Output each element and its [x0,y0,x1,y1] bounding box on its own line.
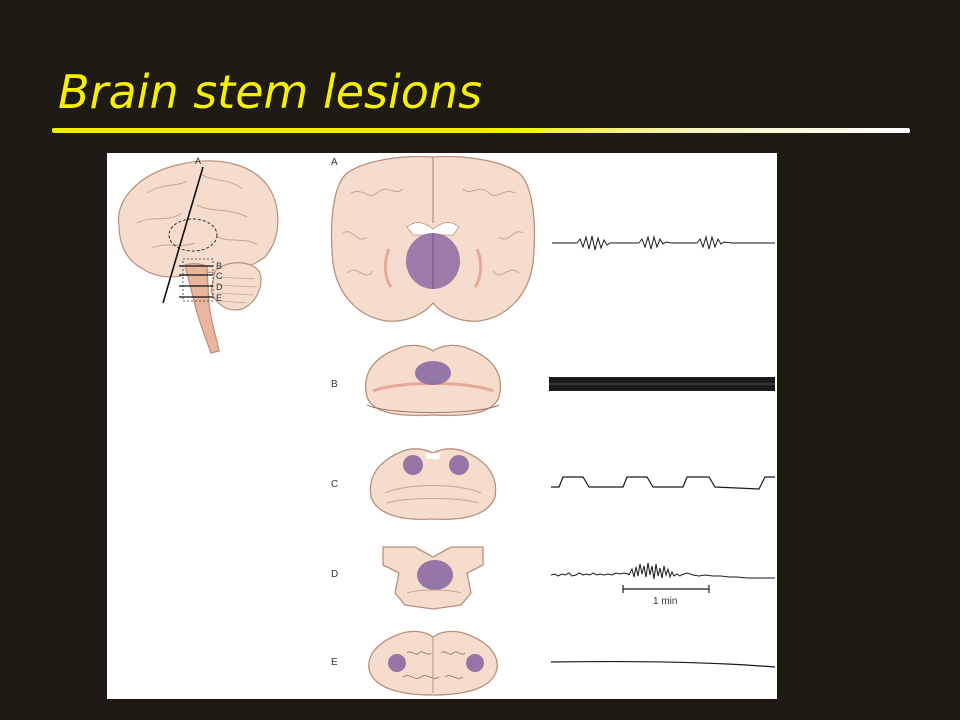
lesion-mid-pons-right [449,455,469,475]
mid-pons-section [369,448,497,521]
apneustic-plateau-trace [551,476,775,490]
slide-title: Brain stem lesions [58,65,483,119]
lesion-figure: A B C D E A B [107,153,777,699]
lesion-medulla-right [466,654,484,672]
scale-bar-label: 1 min [653,596,677,607]
row-label-c: C [331,479,338,490]
overview-label-a: A [195,156,201,166]
row-label-a: A [331,157,338,168]
flat-trace [550,661,776,668]
row-label-b: B [331,379,338,390]
overview-label-c: C [216,271,223,281]
overview-label-e: E [216,293,222,303]
coronal-forebrain-section [330,155,536,322]
lesion-upper-pons [415,361,451,385]
time-scale-bar: 1 min [622,585,710,607]
lesion-mid-pons-left [403,455,423,475]
cyclic-bursts-trace [552,235,775,251]
lesion-medulla-left [388,654,406,672]
continuous-rapid-trace [549,377,775,391]
thalamic-dashed-region [168,218,218,252]
lesion-lower-pons [417,560,453,590]
medulla-section [368,630,498,696]
level-lines [179,265,213,298]
sagittal-brain-overview: A B C D E [117,156,279,354]
cerebrum-outline [117,160,279,278]
row-label-d: D [331,569,338,580]
cut-line-a [162,166,204,304]
lower-pons-section [382,546,484,610]
row-label-e: E [331,657,338,668]
overview-label-d: D [216,282,223,292]
irregular-ataxic-trace [550,562,775,580]
title-underline [52,128,910,133]
overview-label-b: B [216,261,222,271]
upper-pons-section [365,344,501,417]
